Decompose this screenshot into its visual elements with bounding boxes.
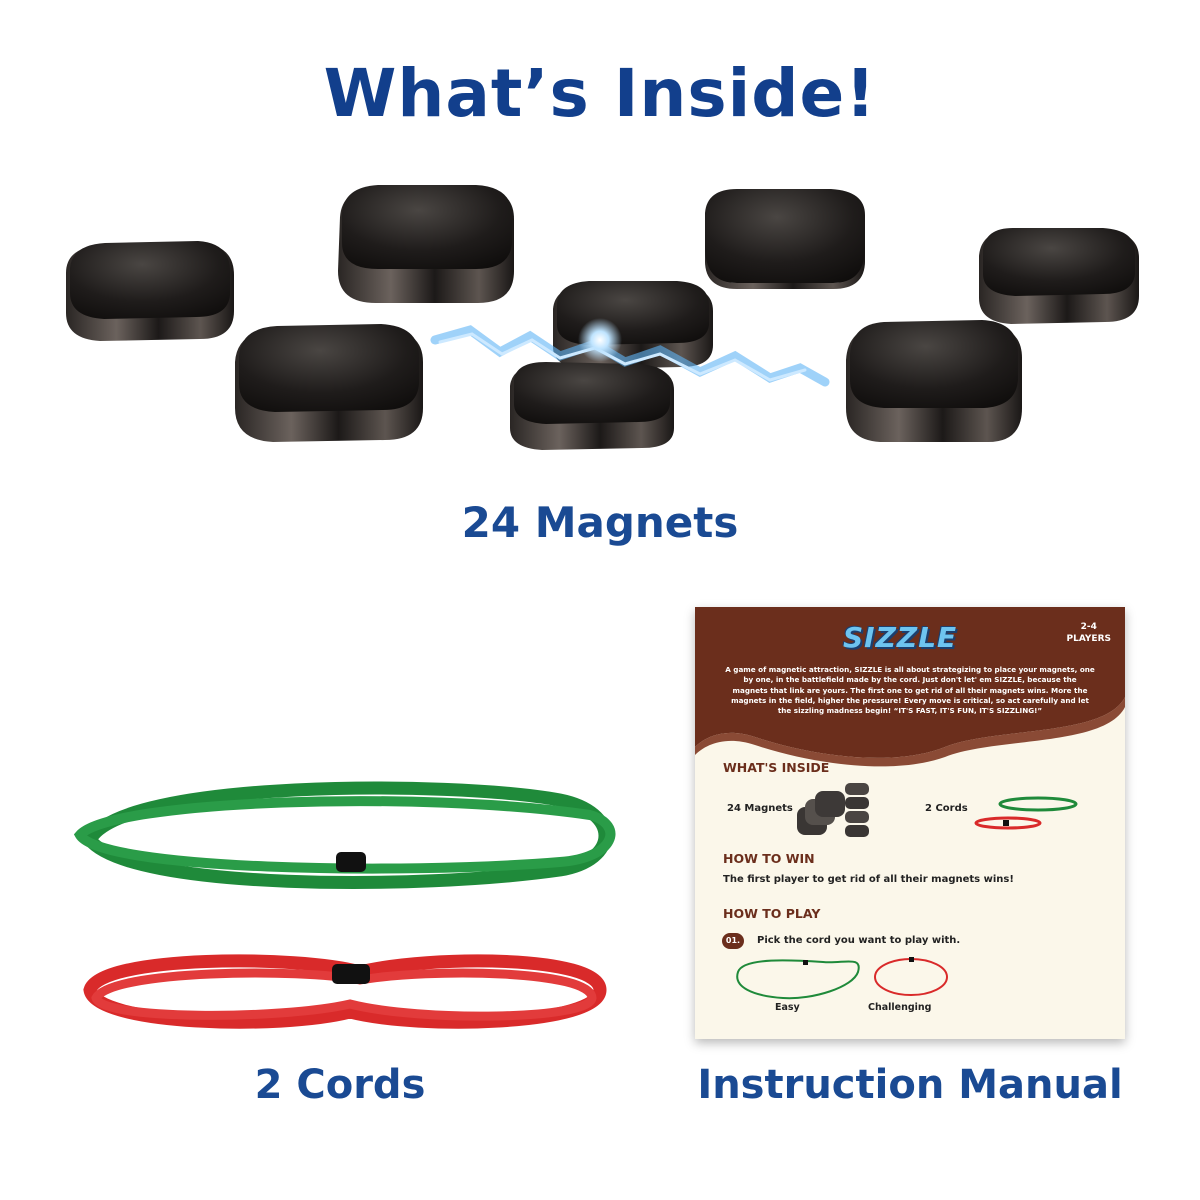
players-range: 2-4 — [1080, 622, 1097, 632]
magnet-stack-icon — [797, 783, 869, 837]
magnets-caption: 24 Magnets — [461, 498, 739, 547]
whats-inside-heading: WHAT'S INSIDE — [723, 760, 830, 775]
magnet-5 — [510, 362, 674, 450]
how-to-win-text: The first player to get rid of all their… — [723, 874, 1014, 885]
manual-magnets-item: 24 Magnets — [727, 803, 793, 814]
easy-label: Easy — [775, 1002, 800, 1013]
green-cord-stopper — [336, 852, 366, 872]
game-description: A game of magnetic attraction, SIZZLE is… — [725, 665, 1095, 716]
manual-header-background — [695, 607, 1125, 767]
magnet-8 — [846, 320, 1022, 442]
how-to-win-heading: HOW TO WIN — [723, 851, 815, 866]
magnet-1 — [66, 241, 234, 341]
instruction-manual-card: SIZZLE 2-4 PLAYERS A game of magnetic at… — [695, 607, 1125, 1039]
manual-caption: Instruction Manual — [697, 1062, 1123, 1108]
cord-choice-illustration — [736, 957, 948, 1000]
cords-thumbnail — [974, 796, 1078, 830]
red-cord — [83, 954, 607, 1029]
players-label: PLAYERS — [1066, 634, 1111, 644]
step-text: Pick the cord you want to play with. — [757, 935, 961, 946]
cords-caption: 2 Cords — [254, 1062, 426, 1108]
how-to-play-heading: HOW TO PLAY — [723, 906, 821, 921]
red-cord-stopper — [332, 964, 370, 984]
green-cord — [73, 781, 616, 889]
manual-cords-item: 2 Cords — [925, 803, 968, 814]
spark-effect — [430, 318, 830, 387]
magnet-3 — [235, 324, 423, 442]
magnet-7 — [979, 228, 1139, 324]
step-number-badge: 01. — [722, 933, 744, 949]
magnet-2 — [338, 185, 514, 303]
page-title: What’s Inside! — [323, 55, 877, 132]
players-count: 2-4 PLAYERS — [1066, 621, 1111, 645]
sizzle-logo: SIZZLE — [843, 621, 958, 654]
magnet-6 — [705, 189, 865, 289]
challenging-label: Challenging — [868, 1002, 932, 1013]
